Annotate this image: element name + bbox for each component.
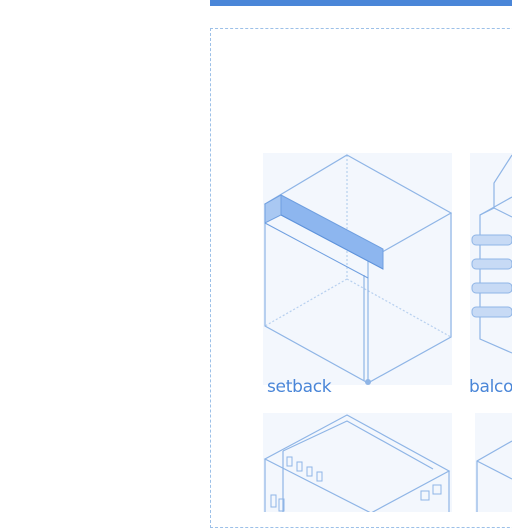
windows-building-icon <box>263 414 451 512</box>
gallery-label-setback: setback <box>267 377 332 397</box>
gallery-tile-windows[interactable] <box>263 413 452 512</box>
balcony-building-icon <box>471 154 512 354</box>
gallery-tile-building[interactable] <box>475 413 512 512</box>
gallery-tile-setback[interactable] <box>263 153 452 385</box>
building-icon <box>476 440 512 512</box>
top-accent-bar <box>210 0 512 6</box>
setback-building-icon <box>263 154 452 385</box>
gallery-label-balcony: balco <box>469 377 512 397</box>
gallery-tile-balcony[interactable] <box>470 153 512 385</box>
